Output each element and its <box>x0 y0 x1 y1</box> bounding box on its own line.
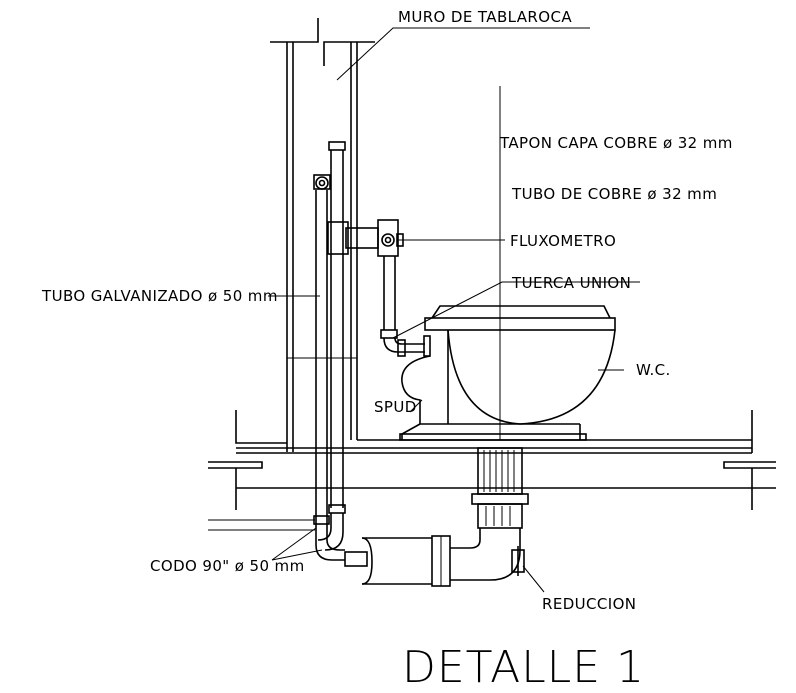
label-wc: W.C. <box>636 361 671 379</box>
galvanized-pipe <box>313 174 345 561</box>
label-tubo-galvanizado: TUBO GALVANIZADO ø 50 mm <box>41 287 278 305</box>
leader-lines <box>268 27 640 593</box>
label-tubo-cobre: TUBO DE COBRE ø 32 mm <box>511 185 717 203</box>
drain-connection <box>450 447 529 581</box>
horizontal-drain-pipe <box>344 535 525 587</box>
drawing-title: DETALLE 1 <box>402 642 645 693</box>
drywall-wall <box>270 18 375 452</box>
fluxometer-valve <box>377 219 431 357</box>
label-fluxometro: FLUXOMETRO <box>510 232 616 250</box>
label-reduccion: REDUCCION <box>542 595 636 613</box>
label-muro-tablaroca: MURO DE TABLAROCA <box>398 8 572 26</box>
label-tapon-capa-cobre: TAPON CAPA COBRE ø 32 mm <box>499 134 733 152</box>
toilet-wc <box>399 305 616 441</box>
label-tuerca-union: TUERCA UNION <box>511 274 631 292</box>
label-codo-90: CODO 90" ø 50 mm <box>150 557 305 575</box>
label-spud: SPUD <box>374 398 417 416</box>
